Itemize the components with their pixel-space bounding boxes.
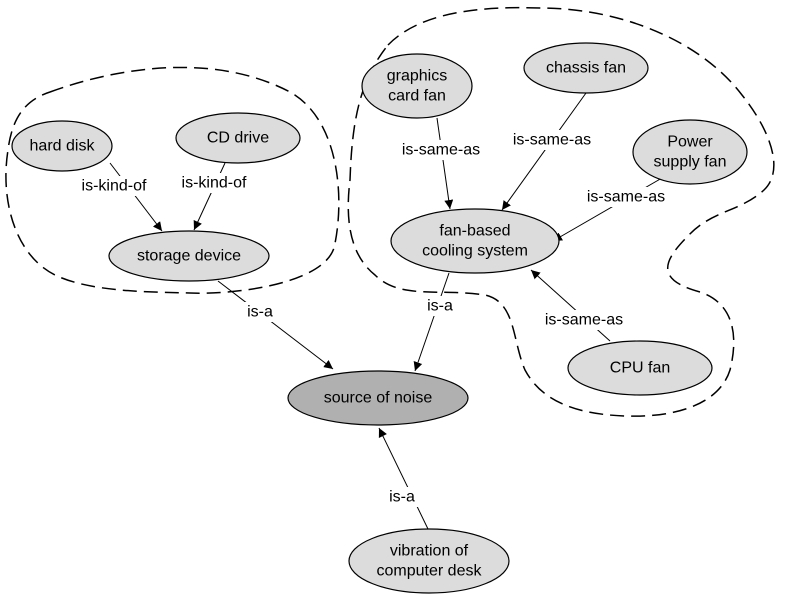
node-chassis-fan: chassis fan [523,42,649,94]
node-label: fan-based [439,223,510,240]
edge-label-text: is-a [247,304,273,321]
node-label: CD drive [207,130,269,147]
edge-labels-layer: is-kind-of is-kind-of is-same-as is-same-as… [70,130,670,507]
node-graphics-card-fan: graphics card fan [361,53,473,119]
storage-group-outline [5,66,340,294]
edge-label-text: is-same-as [587,189,665,206]
node-shape [567,340,713,396]
node-label: card fan [388,88,446,105]
edge-label-cd-drive-to-storage-device: is-kind-of [170,173,258,193]
edge-label-background [240,302,280,322]
edge-label-background [382,487,422,507]
edge-label-text: is-a [389,489,415,506]
node-label: chassis fan [546,60,626,77]
groups-layer [5,6,775,417]
node-label: CPU fan [610,360,670,377]
edge-cpu-fan-to-cooling [530,269,611,342]
node-label: vibration of [390,543,469,560]
node-fan-based-cooling-system: fan-based cooling system [390,208,560,274]
edge-label-text: is-same-as [402,142,480,159]
edge-label-desk-vibration-to-noise: is-a [382,487,422,507]
node-cd-drive: CD drive [175,112,301,164]
nodes-layer: hard disk CD drive storage device graphics c… [11,42,748,594]
edge-label-graphics-card-fan-to-cooling: is-same-as [397,140,485,160]
node-shape [11,120,113,172]
node-shape [361,53,473,119]
node-power-supply-fan: Power supply fan [632,119,748,185]
node-label: graphics [387,68,447,85]
node-label: cooling system [422,243,528,260]
edge-cooling-to-noise [413,272,450,372]
edge-storage-device-to-noise [217,280,334,370]
node-label: supply fan [654,154,727,171]
node-shape [523,42,649,94]
edge-graphics-card-fan-to-cooling [436,117,454,210]
node-label: Power [667,134,713,151]
edge-label-text: is-same-as [513,132,591,149]
edge-label-background [420,296,460,316]
node-label: source of noise [324,390,433,407]
node-label: hard disk [30,138,96,155]
node-cpu-fan: CPU fan [567,340,713,396]
edge-label-background [170,173,258,193]
edge-label-hard-disk-to-storage-device: is-kind-of [70,176,158,196]
edge-label-text: is-same-as [545,312,623,329]
node-shape [287,370,469,426]
edge-label-storage-device-to-noise: is-a [240,302,280,322]
edge-label-background [508,130,596,150]
node-shape [632,119,748,185]
node-shape [108,230,270,282]
node-source-of-noise: source of noise [287,370,469,426]
node-shape [175,112,301,164]
edge-label-text: is-kind-of [82,178,147,195]
edge-label-background [582,187,670,207]
edge-label-text: is-a [427,298,453,315]
edge-hard-disk-to-storage-device [109,162,163,232]
edge-label-background [540,310,628,330]
edge-chassis-fan-to-cooling [501,92,587,211]
edge-label-cooling-to-noise: is-a [420,296,460,316]
edge-label-cpu-fan-to-cooling: is-same-as [540,310,628,330]
node-label: computer desk [377,563,483,580]
node-vibration-of-computer-desk: vibration of computer desk [348,528,510,594]
edge-desk-vibration-to-noise [378,427,429,530]
node-hard-disk: hard disk [11,120,113,172]
node-shape [390,208,560,274]
edge-label-background [397,140,485,160]
edge-label-chassis-fan-to-cooling: is-same-as [508,130,596,150]
edge-label-power-supply-fan-to-cooling: is-same-as [582,187,670,207]
fan-group-outline [347,6,775,417]
node-label: storage device [137,248,241,265]
edge-label-text: is-kind-of [182,175,247,192]
node-shape [348,528,510,594]
node-storage-device: storage device [108,230,270,282]
edge-label-background [70,176,158,196]
